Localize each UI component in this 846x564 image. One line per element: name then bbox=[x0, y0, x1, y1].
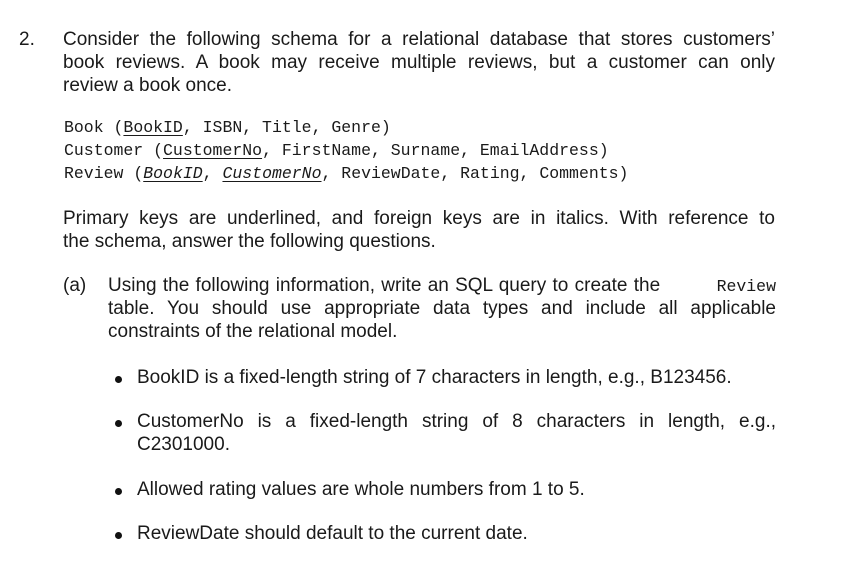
attributes: , ISBN, Title, Genre) bbox=[182, 118, 391, 137]
bullet-icon bbox=[115, 532, 122, 539]
table-name: Book bbox=[64, 118, 104, 137]
schema-customer: Customer (CustomerNo, FirstName, Surname… bbox=[64, 141, 609, 160]
bullet-icon bbox=[115, 488, 122, 495]
foreign-key-bookid: BookID bbox=[143, 164, 203, 183]
list-item-text: CustomerNo is a fixed-length string of 8… bbox=[137, 411, 776, 432]
part-a-line2: table. You should use appropriate data t… bbox=[108, 298, 776, 319]
paren: ( bbox=[103, 118, 124, 137]
list-item-text: Allowed rating values are whole numbers … bbox=[137, 479, 585, 500]
intro-line: review a book once. bbox=[63, 75, 232, 96]
table-name: Review bbox=[64, 164, 124, 183]
paren: ( bbox=[123, 164, 144, 183]
primary-key: CustomerNo bbox=[163, 141, 263, 160]
part-a-text: Using the following information, write a… bbox=[108, 275, 661, 296]
attributes: , FirstName, Surname, EmailAddress) bbox=[262, 141, 609, 160]
table-name: Customer bbox=[64, 141, 144, 160]
primary-key: BookID bbox=[123, 118, 183, 137]
list-item-text: ReviewDate should default to the current… bbox=[137, 523, 528, 544]
bullet-icon bbox=[115, 420, 122, 427]
intro-line: book reviews. A book may receive multipl… bbox=[63, 52, 775, 73]
question-number: 2. bbox=[19, 29, 35, 50]
part-a-line1: Using the following information, write a… bbox=[108, 275, 776, 297]
intro-line: Consider the following schema for a rela… bbox=[63, 29, 775, 50]
schema-review: Review (BookID, CustomerNo, ReviewDate, … bbox=[64, 164, 628, 183]
inline-code-review: Review bbox=[716, 277, 776, 296]
paren: ( bbox=[143, 141, 164, 160]
note-line: the schema, answer the following questio… bbox=[63, 231, 436, 252]
note-line: Primary keys are underlined, and foreign… bbox=[63, 208, 775, 229]
foreign-key-customerno: CustomerNo bbox=[222, 164, 322, 183]
part-a-label: (a) bbox=[63, 275, 87, 296]
part-a-line3: constraints of the relational model. bbox=[108, 321, 398, 342]
schema-book: Book (BookID, ISBN, Title, Genre) bbox=[64, 118, 391, 137]
list-item-text: C2301000. bbox=[137, 434, 230, 455]
separator: , bbox=[202, 164, 223, 183]
attributes: , ReviewDate, Rating, Comments) bbox=[321, 164, 629, 183]
bullet-icon bbox=[115, 376, 122, 383]
list-item-text: BookID is a fixed-length string of 7 cha… bbox=[137, 367, 732, 388]
